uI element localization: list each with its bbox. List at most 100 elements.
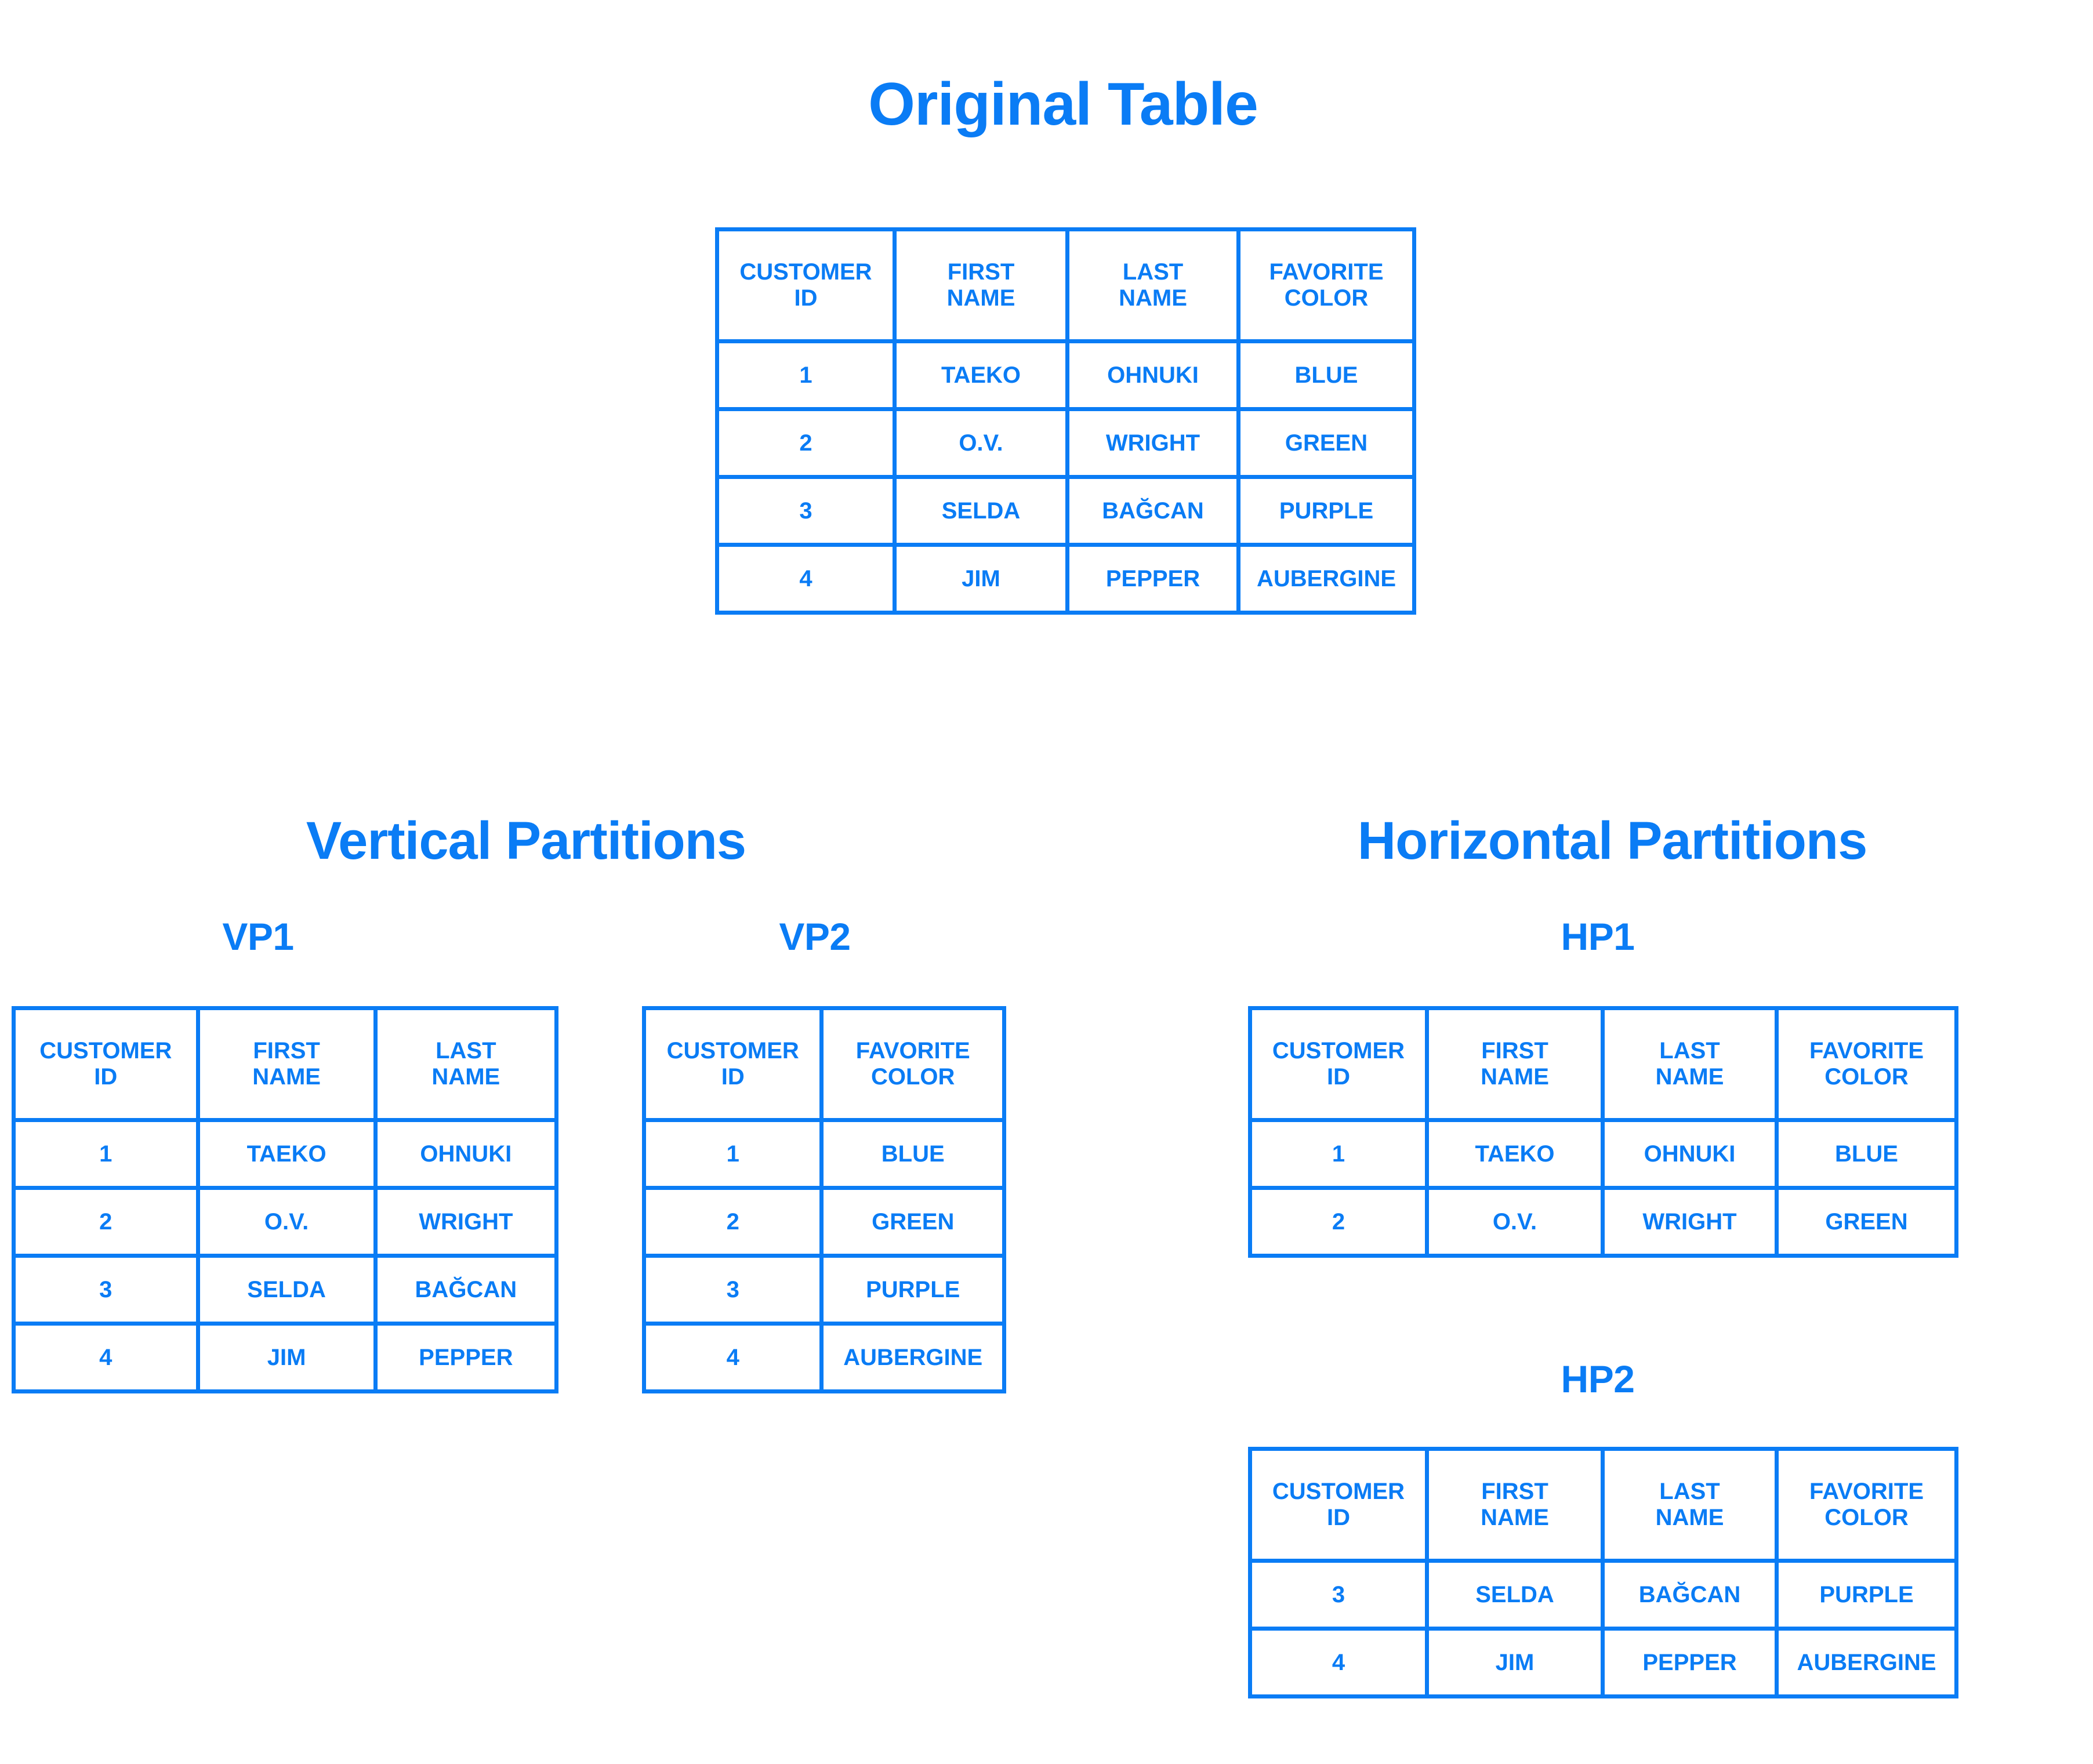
- cell-favorite-color: AUBERGINE: [1236, 543, 1416, 615]
- table-row: 2 GREEN: [641, 1186, 1006, 1258]
- cell-customer-id: 2: [1248, 1186, 1429, 1258]
- cell-favorite-color: PURPLE: [1775, 1559, 1958, 1631]
- column-header-favorite-color: FAVORITE COLOR: [1775, 1006, 1958, 1122]
- cell-first-name: JIM: [1425, 1627, 1605, 1698]
- cell-favorite-color: BLUE: [1236, 339, 1416, 411]
- table-row: 2 O.V. WRIGHT GREEN: [1248, 1186, 1958, 1258]
- table-header-row: CUSTOMER ID FIRST NAME LAST NAME FAVORIT…: [1248, 1006, 1958, 1122]
- column-header-first-name: FIRST NAME: [1425, 1447, 1605, 1563]
- cell-last-name: OHNUKI: [373, 1118, 559, 1190]
- subtitle-hp1: HP1: [1561, 915, 1635, 958]
- cell-last-name: WRIGHT: [1065, 407, 1240, 479]
- cell-first-name: JIM: [893, 543, 1069, 615]
- cell-customer-id: 1: [12, 1118, 200, 1190]
- cell-first-name: TAEKO: [195, 1118, 378, 1190]
- column-header-customer-id: CUSTOMER ID: [641, 1006, 824, 1122]
- cell-favorite-color: BLUE: [1775, 1118, 1958, 1190]
- cell-first-name: O.V.: [893, 407, 1069, 479]
- column-header-last-name: LAST NAME: [1601, 1006, 1779, 1122]
- table-row: 3 SELDA BAĞCAN: [12, 1254, 559, 1326]
- cell-first-name: TAEKO: [893, 339, 1069, 411]
- table-row: 4 AUBERGINE: [641, 1322, 1006, 1393]
- column-header-customer-id: CUSTOMER ID: [12, 1006, 200, 1122]
- column-header-favorite-color: FAVORITE COLOR: [1775, 1447, 1958, 1563]
- table-row: 3 SELDA BAĞCAN PURPLE: [1248, 1559, 1958, 1631]
- section-title-horizontal-partitions: Horizontal Partitions: [1357, 811, 1868, 870]
- table-header-row: CUSTOMER ID FIRST NAME LAST NAME FAVORIT…: [715, 227, 1416, 343]
- hp1-table: CUSTOMER ID FIRST NAME LAST NAME FAVORIT…: [1248, 1006, 1958, 1258]
- cell-first-name: SELDA: [195, 1254, 378, 1326]
- cell-first-name: O.V.: [1425, 1186, 1605, 1258]
- column-header-last-name: LAST NAME: [1065, 227, 1240, 343]
- table-row: 3 SELDA BAĞCAN PURPLE: [715, 475, 1416, 547]
- cell-last-name: PEPPER: [1065, 543, 1240, 615]
- subtitle-vp2: VP2: [779, 915, 851, 958]
- cell-customer-id: 1: [641, 1118, 824, 1190]
- cell-favorite-color: AUBERGINE: [819, 1322, 1006, 1393]
- section-title-vertical-partitions: Vertical Partitions: [306, 811, 746, 870]
- cell-last-name: WRIGHT: [373, 1186, 559, 1258]
- cell-customer-id: 4: [1248, 1627, 1429, 1698]
- cell-last-name: PEPPER: [1601, 1627, 1779, 1698]
- cell-favorite-color: GREEN: [819, 1186, 1006, 1258]
- cell-first-name: O.V.: [195, 1186, 378, 1258]
- cell-customer-id: 3: [641, 1254, 824, 1326]
- cell-customer-id: 3: [1248, 1559, 1429, 1631]
- cell-customer-id: 4: [12, 1322, 200, 1393]
- table-row: 2 O.V. WRIGHT: [12, 1186, 559, 1258]
- original-table: CUSTOMER ID FIRST NAME LAST NAME FAVORIT…: [715, 227, 1416, 615]
- cell-customer-id: 4: [641, 1322, 824, 1393]
- cell-favorite-color: GREEN: [1236, 407, 1416, 479]
- cell-customer-id: 2: [12, 1186, 200, 1258]
- cell-first-name: SELDA: [893, 475, 1069, 547]
- cell-customer-id: 4: [715, 543, 897, 615]
- cell-first-name: SELDA: [1425, 1559, 1605, 1631]
- table-row: 2 O.V. WRIGHT GREEN: [715, 407, 1416, 479]
- column-header-customer-id: CUSTOMER ID: [1248, 1006, 1429, 1122]
- table-header-row: CUSTOMER ID FAVORITE COLOR: [641, 1006, 1006, 1122]
- table-row: 1 TAEKO OHNUKI BLUE: [715, 339, 1416, 411]
- cell-customer-id: 2: [641, 1186, 824, 1258]
- page-title: Original Table: [868, 71, 1258, 138]
- column-header-customer-id: CUSTOMER ID: [715, 227, 897, 343]
- cell-customer-id: 1: [715, 339, 897, 411]
- table-row: 4 JIM PEPPER: [12, 1322, 559, 1393]
- table-row: 1 TAEKO OHNUKI BLUE: [1248, 1118, 1958, 1190]
- vp1-table: CUSTOMER ID FIRST NAME LAST NAME 1 TAEKO…: [12, 1006, 559, 1393]
- cell-customer-id: 3: [715, 475, 897, 547]
- hp2-table: CUSTOMER ID FIRST NAME LAST NAME FAVORIT…: [1248, 1447, 1958, 1698]
- cell-last-name: BAĞCAN: [1065, 475, 1240, 547]
- column-header-last-name: LAST NAME: [1601, 1447, 1779, 1563]
- column-header-first-name: FIRST NAME: [195, 1006, 378, 1122]
- cell-last-name: WRIGHT: [1601, 1186, 1779, 1258]
- cell-customer-id: 2: [715, 407, 897, 479]
- cell-last-name: OHNUKI: [1601, 1118, 1779, 1190]
- table-row: 4 JIM PEPPER AUBERGINE: [1248, 1627, 1958, 1698]
- cell-customer-id: 1: [1248, 1118, 1429, 1190]
- vp2-table: CUSTOMER ID FAVORITE COLOR 1 BLUE 2 GREE…: [641, 1006, 1006, 1393]
- cell-last-name: OHNUKI: [1065, 339, 1240, 411]
- cell-favorite-color: PURPLE: [819, 1254, 1006, 1326]
- column-header-first-name: FIRST NAME: [893, 227, 1069, 343]
- table-header-row: CUSTOMER ID FIRST NAME LAST NAME FAVORIT…: [1248, 1447, 1958, 1563]
- column-header-favorite-color: FAVORITE COLOR: [819, 1006, 1006, 1122]
- subtitle-vp1: VP1: [222, 915, 294, 958]
- subtitle-hp2: HP2: [1561, 1358, 1635, 1400]
- cell-customer-id: 3: [12, 1254, 200, 1326]
- cell-last-name: PEPPER: [373, 1322, 559, 1393]
- table-row: 3 PURPLE: [641, 1254, 1006, 1326]
- column-header-customer-id: CUSTOMER ID: [1248, 1447, 1429, 1563]
- table-row: 4 JIM PEPPER AUBERGINE: [715, 543, 1416, 615]
- column-header-favorite-color: FAVORITE COLOR: [1236, 227, 1416, 343]
- table-header-row: CUSTOMER ID FIRST NAME LAST NAME: [12, 1006, 559, 1122]
- table-row: 1 BLUE: [641, 1118, 1006, 1190]
- cell-first-name: JIM: [195, 1322, 378, 1393]
- cell-last-name: BAĞCAN: [373, 1254, 559, 1326]
- cell-favorite-color: BLUE: [819, 1118, 1006, 1190]
- cell-first-name: TAEKO: [1425, 1118, 1605, 1190]
- cell-favorite-color: AUBERGINE: [1775, 1627, 1958, 1698]
- column-header-first-name: FIRST NAME: [1425, 1006, 1605, 1122]
- cell-last-name: BAĞCAN: [1601, 1559, 1779, 1631]
- table-row: 1 TAEKO OHNUKI: [12, 1118, 559, 1190]
